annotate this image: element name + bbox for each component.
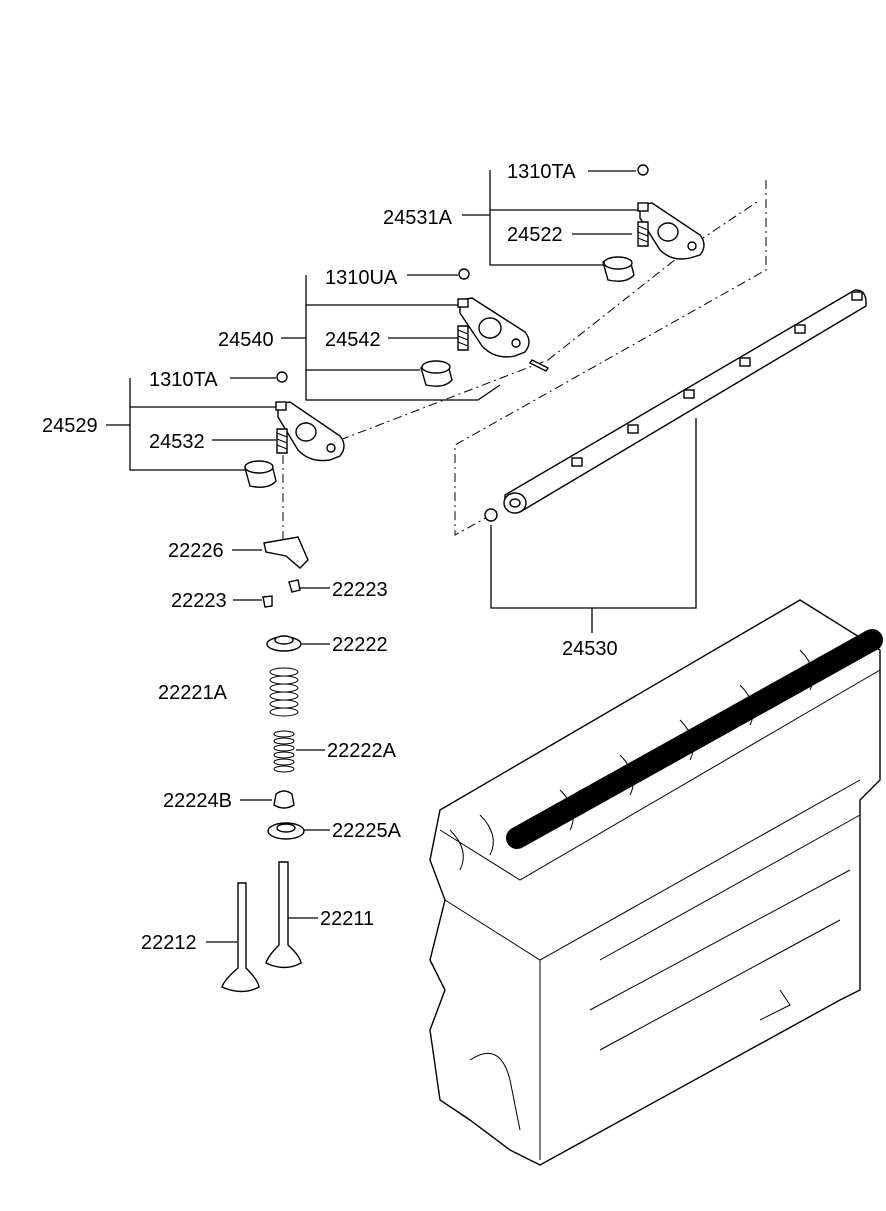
label-22223-left: 22223 (171, 590, 227, 612)
label-24522: 24522 (507, 224, 563, 246)
cylinder-head-block (429, 599, 883, 1166)
valve-parts (221, 536, 309, 993)
label-22222a: 22222A (327, 740, 397, 762)
label-24529: 24529 (42, 415, 98, 437)
label-22221a: 22221A (158, 682, 228, 704)
label-22225a: 22225A (332, 820, 402, 842)
label-1310ta-top: 1310TA (507, 161, 576, 183)
label-22226: 22226 (168, 540, 224, 562)
label-24532: 24532 (149, 431, 205, 453)
label-24531a: 24531A (383, 207, 453, 229)
label-1310ta-left: 1310TA (149, 369, 218, 391)
label-22224b: 22224B (163, 790, 232, 812)
rocker-arm-top (602, 164, 705, 282)
label-22211: 22211 (320, 908, 374, 930)
rocker-shaft (484, 289, 867, 522)
label-24542: 24542 (325, 329, 381, 351)
part-labels: 1310TA 24531A 24522 1310UA 24540 24542 1… (42, 161, 618, 954)
rocker-arm-middle (420, 268, 550, 387)
label-22223-right: 22223 (332, 579, 388, 601)
label-1310ua: 1310UA (325, 267, 398, 289)
label-22212: 22212 (141, 932, 197, 954)
leader-lines (106, 170, 697, 943)
label-22222: 22222 (332, 634, 388, 656)
rocker-arm-lower (244, 371, 345, 488)
label-24530: 24530 (562, 638, 618, 660)
label-24540: 24540 (218, 329, 274, 351)
